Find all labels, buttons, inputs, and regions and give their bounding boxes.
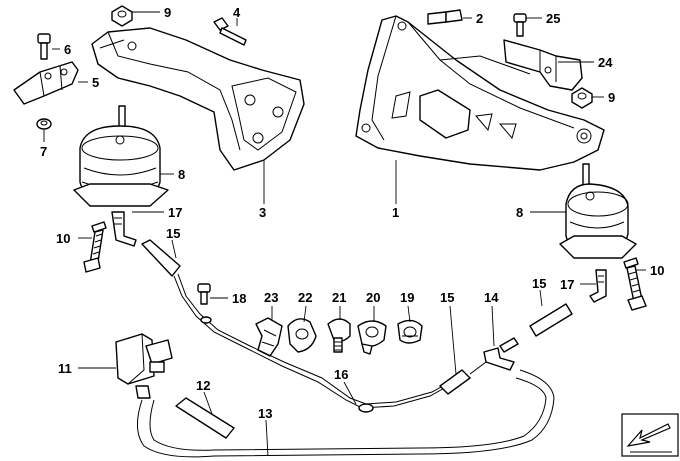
callout-25: 25: [546, 11, 560, 26]
part-hose-15-left: [141, 239, 181, 277]
part-bolt-2: [427, 9, 463, 25]
part-engine-mount-8-left: [73, 105, 169, 207]
part-bracket-24: [503, 39, 583, 91]
callout-13: 13: [258, 406, 272, 421]
part-bolt-18: [197, 283, 211, 305]
callout-19: 19: [400, 290, 414, 305]
part-vacuum-line-16: [173, 273, 487, 413]
part-bolt-10-right: [623, 257, 647, 311]
callout-12: 12: [196, 378, 210, 393]
part-bracket-5: [13, 61, 79, 105]
callout-5: 5: [92, 75, 99, 90]
callout-labels: 9 6 5 7 4 3 8 17 10 15 18 2 25 24 9 1 8 …: [40, 5, 664, 421]
callout-2: 2: [476, 11, 483, 26]
part-bolt-25: [513, 13, 527, 37]
callout-17-right: 17: [560, 277, 574, 292]
callout-17-left: 17: [168, 205, 182, 220]
callout-21: 21: [332, 290, 346, 305]
callout-3: 3: [259, 205, 266, 220]
part-hose-12: [175, 397, 235, 439]
callout-1: 1: [392, 205, 399, 220]
callout-8-right: 8: [516, 205, 523, 220]
callout-22: 22: [298, 290, 312, 305]
callout-11: 11: [58, 361, 72, 376]
part-clip-23: [255, 317, 283, 357]
part-fitting-17-right: [589, 269, 607, 303]
part-bolt-10-left: [83, 221, 107, 273]
callout-23: 23: [264, 290, 278, 305]
part-clip-21: [327, 318, 351, 353]
callout-15-middle: 15: [440, 290, 454, 305]
callout-15-right: 15: [532, 276, 546, 291]
part-clip-20: [357, 320, 387, 355]
assembly-arrow-icon: [621, 413, 679, 457]
callout-14: 14: [484, 290, 499, 305]
part-fitting-17-left: [111, 211, 137, 247]
callout-7: 7: [40, 144, 47, 159]
part-support-arm-3: [91, 27, 305, 171]
callout-9-right: 9: [608, 90, 615, 105]
callout-24: 24: [598, 55, 613, 70]
callout-18: 18: [232, 291, 246, 306]
part-clip-22: [287, 318, 317, 353]
part-nut-9-right: [571, 87, 593, 109]
leader-lines: [43, 11, 646, 457]
part-crossmember-1: [355, 15, 605, 171]
callout-20: 20: [366, 290, 380, 305]
part-hose-15-right: [529, 303, 573, 337]
callout-15-left: 15: [166, 226, 180, 241]
part-bolt-6: [37, 33, 51, 60]
part-t-connector-14: [483, 337, 519, 371]
part-nut-9-top: [111, 5, 133, 27]
callout-9-top: 9: [164, 5, 171, 20]
callout-10-left: 10: [56, 231, 70, 246]
part-clip-19: [397, 319, 423, 344]
callout-16: 16: [334, 367, 348, 382]
part-valve-11: [115, 333, 173, 399]
part-bolt-4: [213, 17, 247, 46]
part-nut-7: [36, 118, 52, 130]
callout-8-left: 8: [178, 167, 185, 182]
part-hose-13: [137, 369, 555, 458]
part-engine-mount-8-right: [559, 163, 637, 259]
callout-10-right: 10: [650, 263, 664, 278]
callout-6: 6: [64, 42, 71, 57]
callout-4: 4: [233, 5, 241, 20]
